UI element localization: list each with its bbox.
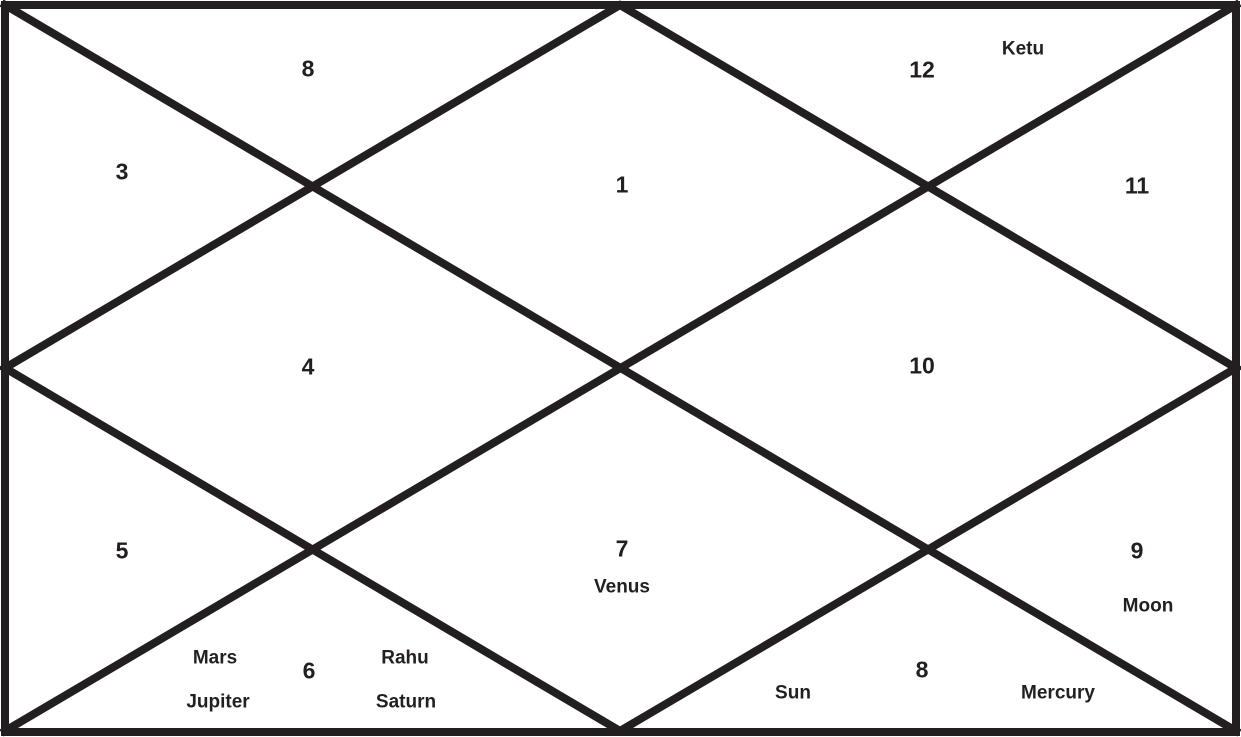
house-number-5: 5 — [115, 537, 129, 564]
house-number-8-bottom: 8 — [915, 656, 929, 683]
house-number-6: 6 — [302, 657, 316, 684]
planet-ketu: Ketu — [1001, 38, 1045, 60]
house-number-10: 10 — [909, 352, 935, 379]
planet-saturn: Saturn — [375, 691, 437, 713]
house-number-7: 7 — [615, 535, 629, 562]
house-number-12: 12 — [909, 56, 935, 83]
house-number-11: 11 — [1124, 172, 1150, 199]
planet-moon: Moon — [1122, 595, 1174, 617]
planet-mars: Mars — [192, 647, 238, 669]
planet-jupiter: Jupiter — [186, 691, 250, 713]
house-number-9: 9 — [1130, 537, 1144, 564]
planet-rahu: Rahu — [381, 647, 429, 669]
house-number-4: 4 — [301, 353, 315, 380]
planet-venus: Venus — [594, 576, 650, 598]
planet-mercury: Mercury — [1021, 682, 1095, 704]
house-number-1: 1 — [615, 171, 629, 198]
house-number-8-top: 8 — [301, 55, 315, 82]
planet-sun: Sun — [775, 682, 811, 704]
house-number-3: 3 — [115, 158, 129, 185]
